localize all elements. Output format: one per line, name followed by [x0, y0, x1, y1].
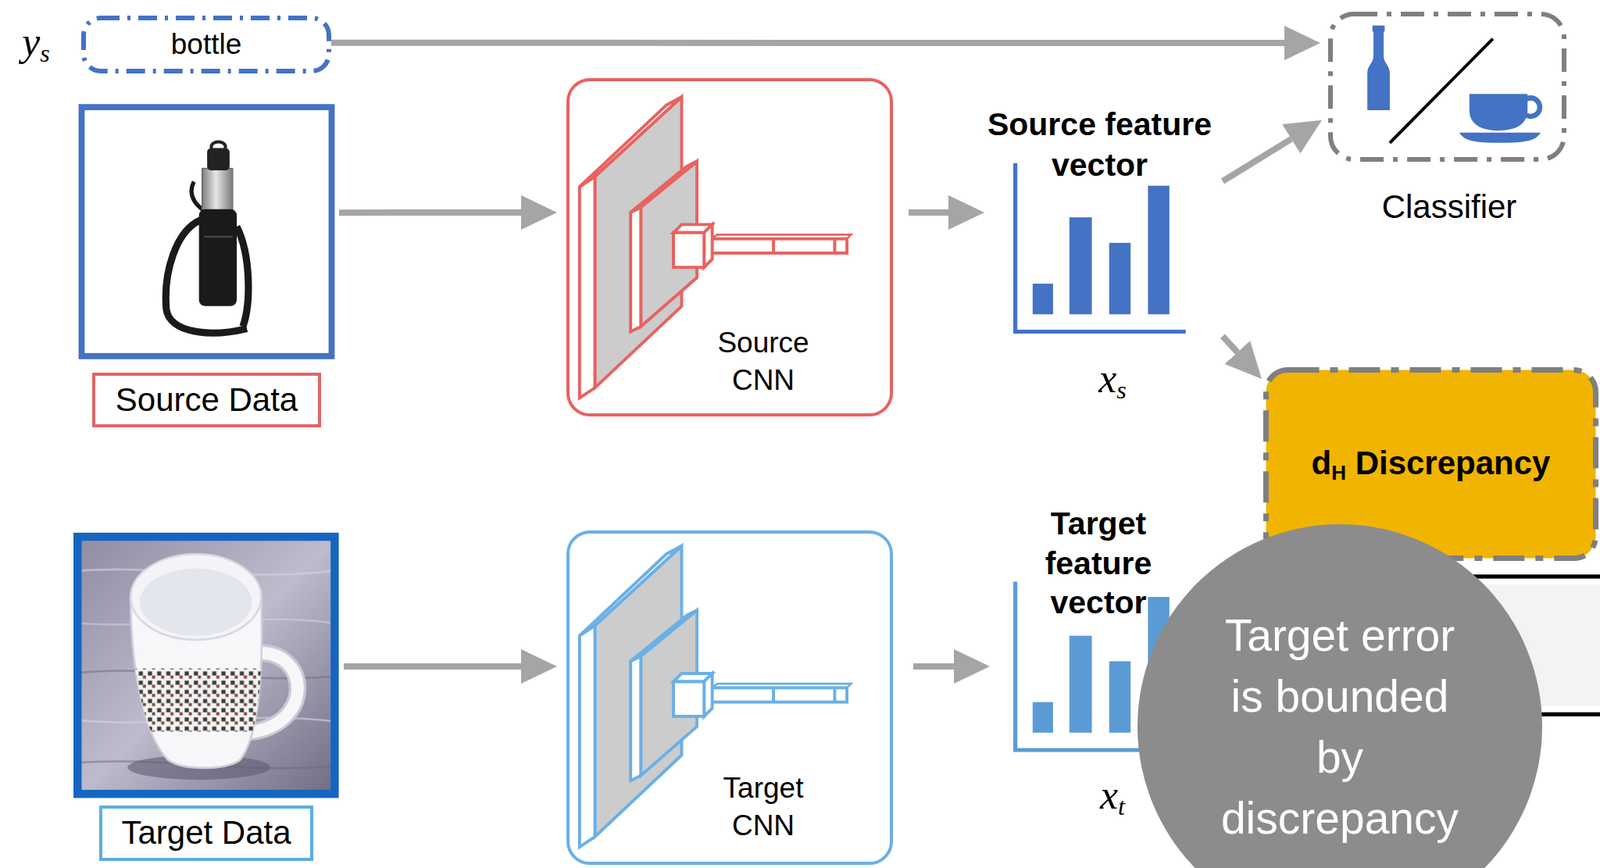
subscript: H [1331, 460, 1347, 484]
classifier-icons [1367, 25, 1541, 143]
target-photo-part [130, 553, 261, 640]
arrow-connector [331, 39, 1285, 47]
text-holder: Target feature vector [1028, 503, 1169, 623]
classifier-icons-part [1459, 132, 1541, 143]
text-holder: xt [1073, 771, 1152, 822]
source-bar-chart-part [1147, 185, 1169, 315]
text-holder: Source CNN [704, 324, 822, 400]
node-text: Source CNN [704, 324, 822, 400]
target-photo-part [130, 668, 264, 733]
source-photo [81, 107, 332, 357]
source-photo-part [81, 107, 332, 357]
node-text: dH Discrepancy [1263, 443, 1599, 486]
text-holder: bottle [81, 27, 332, 62]
text-holder: Source feature vector [976, 103, 1223, 186]
arrow-connector [908, 209, 949, 216]
classifier-box: Classifier [1328, 11, 1571, 243]
node-text: Target Data [99, 805, 314, 861]
label-holder: ys [12, 17, 60, 69]
conclusion-circle: Target error is bounded by discrepancy [1137, 524, 1543, 868]
text-holder: xs [1073, 354, 1152, 406]
text-holder: Target CNN [704, 769, 822, 845]
source-photo-part [81, 107, 332, 357]
target-photo-part [139, 568, 253, 636]
node-text: Target feature vector [1028, 503, 1169, 623]
target-photo-part [77, 536, 335, 794]
target-photo [71, 536, 342, 794]
source-photo-part [210, 142, 225, 153]
node-text: bottle [81, 27, 332, 62]
text-holder: Source Data [92, 372, 322, 428]
source-bar-chart-part [1032, 283, 1054, 315]
classifier-icons-part [1367, 30, 1390, 111]
source-feature-vector: Source feature vector xs [976, 101, 1223, 403]
node-text: Source feature vector [976, 103, 1223, 186]
source-photo-part [199, 209, 237, 307]
source-cnn-box: Source CNN [566, 78, 893, 417]
text-run: y [21, 19, 40, 65]
arrow-connector [339, 209, 522, 216]
text-holder: Target error is bounded by discrepancy [1207, 604, 1473, 849]
circle-shape [1137, 524, 1543, 868]
target-cnn-icon [579, 546, 851, 847]
source-image: Source Data [78, 103, 335, 431]
math-label: xt [1073, 771, 1152, 822]
arrow-connector [913, 663, 954, 670]
arrow-connector [1222, 335, 1238, 353]
target-image: Target Data [73, 532, 340, 863]
text-holder: Classifier [1328, 187, 1571, 227]
math-label: xs [1073, 354, 1152, 406]
source-bar-chart-part [1109, 242, 1131, 315]
rounded-outline [1330, 14, 1565, 160]
source-cnn-icon [579, 96, 851, 398]
node-text: Target error is bounded by discrepancy [1207, 604, 1473, 849]
source-bar-chart-part [1015, 163, 1186, 333]
target-cnn-box: Target CNN [566, 530, 893, 865]
text-holder: Target Data [99, 805, 314, 861]
node-text: Source Data [92, 372, 322, 428]
node-text: Classifier [1328, 187, 1571, 227]
classifier-icons-part [1469, 93, 1528, 131]
subscript: t [1117, 792, 1125, 821]
math-label: ys [12, 17, 60, 69]
text-holder: dH Discrepancy [1263, 443, 1599, 486]
target-bar-chart-part [1109, 660, 1131, 733]
subscript: s [1116, 375, 1127, 404]
source-bar-chart [1015, 163, 1186, 333]
source-photo-part [203, 235, 233, 239]
target-bar-chart-part [1069, 635, 1093, 733]
target-bar-chart-part [1032, 702, 1054, 733]
text-run: x [1100, 772, 1118, 818]
node-text: Target CNN [704, 769, 822, 845]
text-run: Discrepancy [1346, 444, 1550, 482]
source-photo-part [236, 226, 249, 327]
label-box: bottle [81, 15, 332, 74]
target-photo-part [77, 536, 335, 794]
subscript: s [39, 39, 50, 68]
arrow-connector [1222, 139, 1292, 182]
text-run: d [1311, 444, 1333, 482]
arrow-connector [343, 663, 522, 670]
classifier-icons-part [1389, 39, 1493, 143]
text-run: x [1098, 356, 1117, 401]
source-bar-chart-part [1069, 217, 1093, 315]
